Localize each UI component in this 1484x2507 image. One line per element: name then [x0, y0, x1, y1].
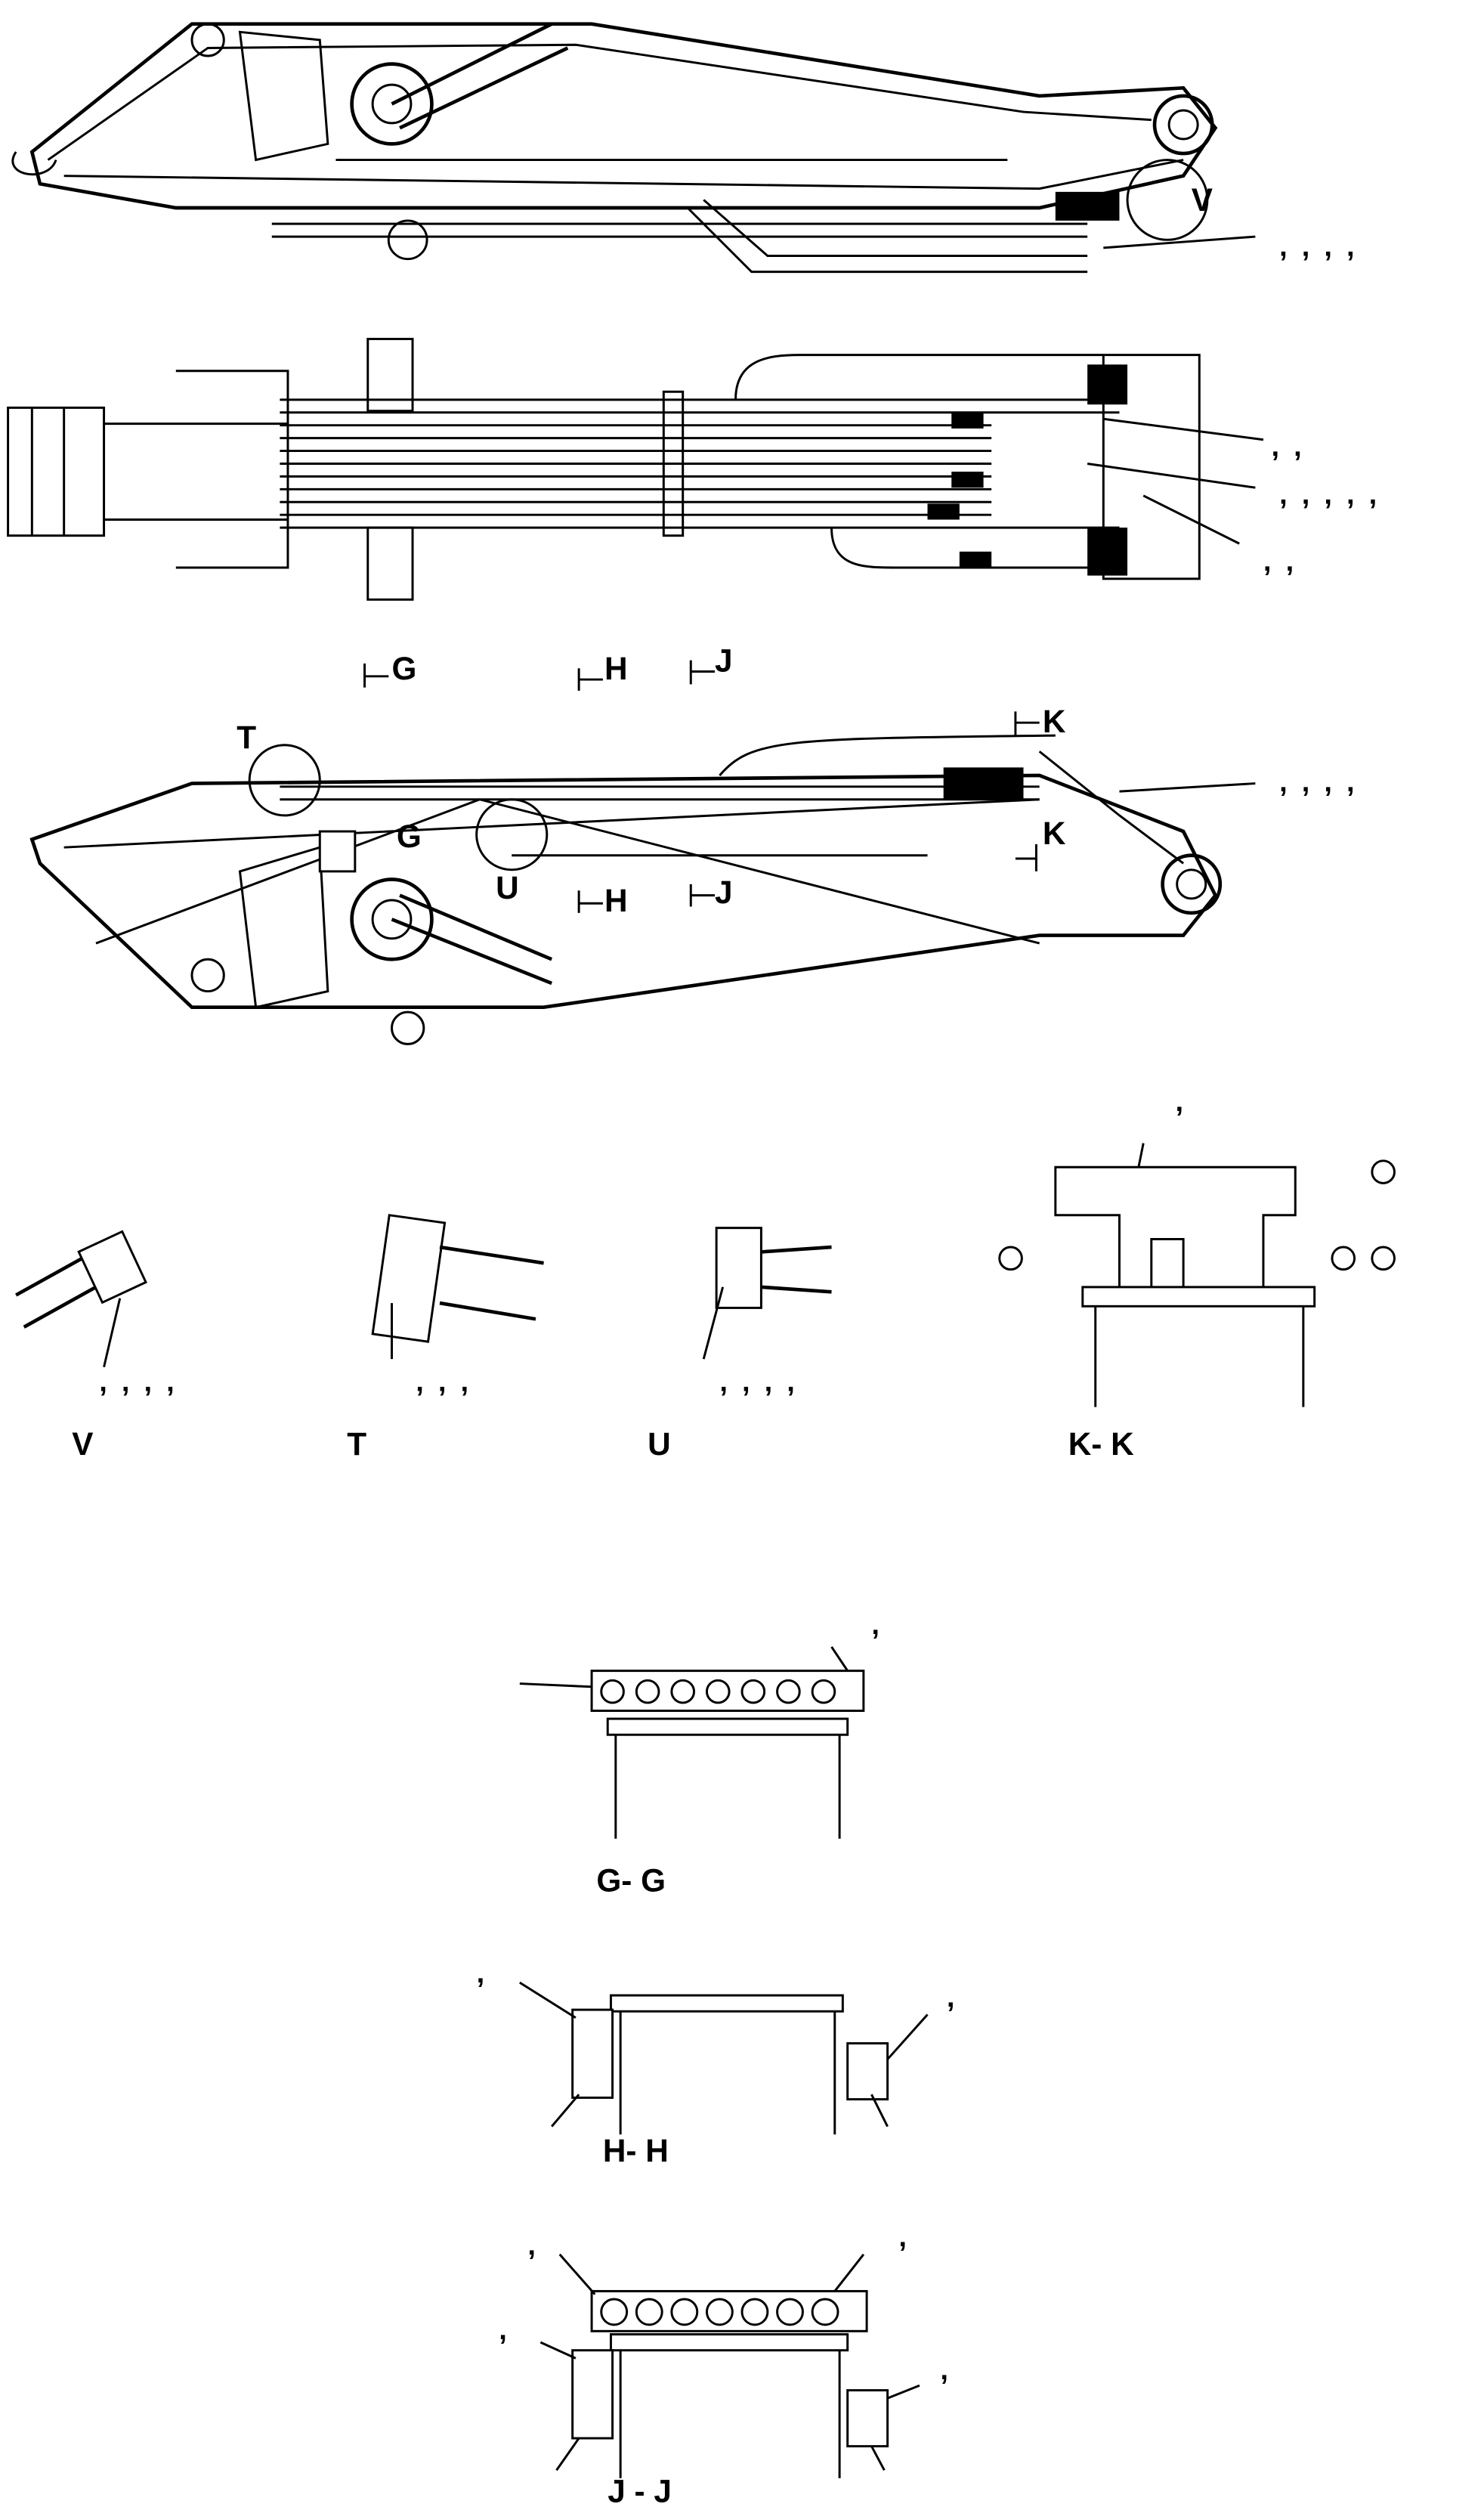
- detail-v: , , , , V: [15, 1230, 178, 1462]
- callout-numbers: ,: [499, 2314, 510, 2346]
- boom-side-view-bottom: T U G H J K K , , , ,: [29, 704, 1358, 1045]
- section-marker-k: K: [1043, 816, 1066, 851]
- section-marker-h: H: [604, 883, 628, 918]
- callout-numbers: ,: [871, 1609, 883, 1641]
- callout-numbers: ,: [477, 1958, 488, 1989]
- boom-plan-view: , , , , , , , , , G H J: [7, 337, 1380, 691]
- section-title-kk: K- K: [1068, 1426, 1134, 1462]
- detail-title-u: U: [648, 1426, 671, 1462]
- callout-numbers: ,: [947, 1982, 958, 2013]
- detail-label-v: V: [1192, 182, 1213, 218]
- callout-numbers: , ,: [1272, 431, 1305, 463]
- section-marker-k: K: [1043, 704, 1066, 739]
- section-marker-g: G: [397, 819, 422, 854]
- callout-numbers: , , , , ,: [1279, 478, 1380, 510]
- section-gg: , G- G: [519, 1609, 883, 1899]
- detail-label-t: T: [237, 720, 256, 755]
- callout-numbers: , , ,: [416, 1366, 471, 1397]
- callout-numbers: , , , ,: [1279, 766, 1358, 798]
- detail-t: , , , T: [347, 1214, 544, 1462]
- detail-u: , , , , U: [648, 1227, 832, 1462]
- callout-numbers: ,: [940, 2354, 951, 2386]
- section-kk: , K- K: [998, 1086, 1396, 1462]
- section-marker-h: H: [604, 651, 628, 686]
- section-title-gg: G- G: [596, 1863, 666, 1899]
- callout-numbers: , , , ,: [719, 1366, 798, 1397]
- detail-title-v: V: [72, 1426, 93, 1462]
- boom-side-view-top: V , , , ,: [11, 22, 1358, 274]
- callout-numbers: , , , ,: [99, 1366, 178, 1397]
- section-hh: , , H- H: [477, 1958, 958, 2168]
- callout-numbers: ,: [898, 2221, 910, 2253]
- callout-numbers: , ,: [1263, 546, 1297, 577]
- detail-title-t: T: [347, 1426, 366, 1462]
- section-marker-j: J: [715, 874, 733, 910]
- callout-numbers: , , , ,: [1279, 231, 1358, 262]
- section-marker-j: J: [715, 642, 733, 678]
- section-marker-g: G: [392, 651, 417, 686]
- section-title-hh: H- H: [603, 2133, 669, 2168]
- section-title-jj: J - J: [608, 2474, 672, 2507]
- callout-numbers: ,: [527, 2230, 539, 2261]
- detail-label-u: U: [496, 870, 519, 905]
- callout-numbers: ,: [1176, 1086, 1187, 1118]
- section-jj: , , , , J - J: [499, 2221, 951, 2507]
